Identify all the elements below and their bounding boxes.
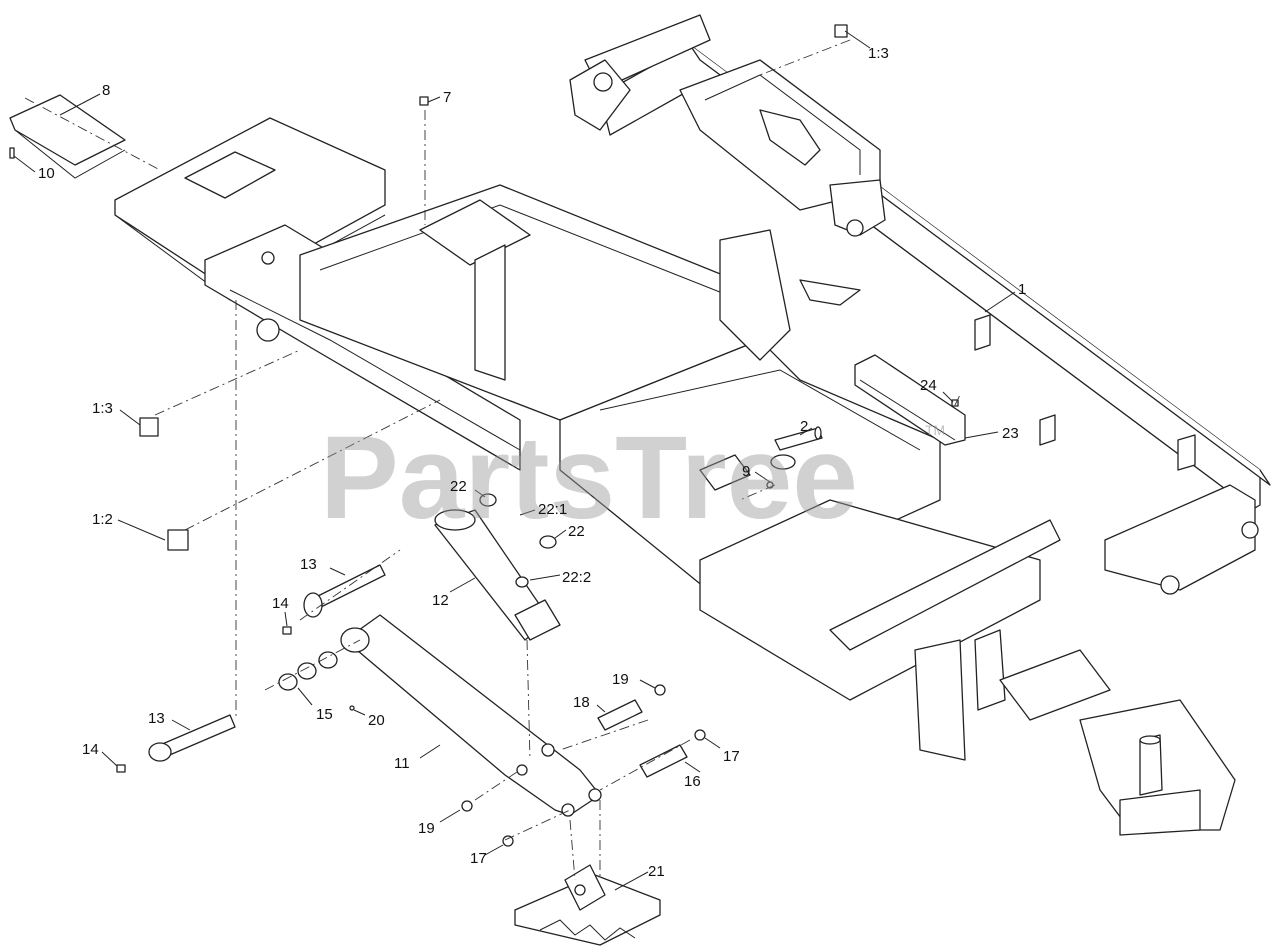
callout-23[interactable]: 23 bbox=[1002, 425, 1019, 442]
callout-8[interactable]: 8 bbox=[102, 82, 110, 99]
spacer-part-16[interactable] bbox=[639, 744, 688, 778]
callout-9[interactable]: 9 bbox=[742, 463, 750, 480]
screw-part-24[interactable] bbox=[951, 399, 959, 407]
callout-12[interactable]: 12 bbox=[432, 592, 449, 609]
cover-plate-part-8[interactable] bbox=[9, 94, 126, 179]
watermark-trademark: TM bbox=[925, 422, 945, 438]
bushing-part-22-a[interactable] bbox=[479, 493, 497, 507]
leader-lines bbox=[13, 30, 1016, 891]
callout-22-a[interactable]: 22 bbox=[450, 478, 467, 495]
callout-22-2[interactable]: 22:2 bbox=[562, 569, 591, 586]
pin-part-13-b[interactable] bbox=[148, 714, 236, 762]
spacer-part-18[interactable] bbox=[597, 699, 643, 731]
callout-1-3-top[interactable]: 1:3 bbox=[868, 45, 889, 62]
pin-part-2[interactable] bbox=[774, 426, 823, 451]
callout-2[interactable]: 2 bbox=[800, 418, 808, 435]
callout-21[interactable]: 21 bbox=[648, 863, 665, 880]
callout-14-a[interactable]: 14 bbox=[272, 595, 289, 612]
decal-part-1-3-top[interactable] bbox=[834, 24, 848, 38]
callout-1[interactable]: 1 bbox=[1018, 281, 1026, 298]
main-frame-assembly[interactable] bbox=[114, 14, 1271, 836]
callout-22-1[interactable]: 22:1 bbox=[538, 501, 567, 518]
bushing-part-22-b[interactable] bbox=[539, 535, 557, 549]
callout-14-b[interactable]: 14 bbox=[82, 741, 99, 758]
callout-18[interactable]: 18 bbox=[573, 694, 590, 711]
pin-part-13-a[interactable] bbox=[303, 564, 386, 618]
callout-17-b[interactable]: 17 bbox=[470, 850, 487, 867]
callout-1-2[interactable]: 1:2 bbox=[92, 511, 113, 528]
watermark-text: PartsTree bbox=[320, 412, 858, 544]
callout-10[interactable]: 10 bbox=[38, 165, 55, 182]
washers-part-15[interactable] bbox=[278, 651, 338, 691]
ring-part-19-a[interactable] bbox=[654, 684, 666, 696]
lift-arm-part-11[interactable] bbox=[340, 614, 602, 817]
foot-pad-part-21[interactable] bbox=[514, 864, 661, 946]
strut-part-12[interactable] bbox=[434, 509, 561, 641]
callout-19-b[interactable]: 19 bbox=[418, 820, 435, 837]
callout-11[interactable]: 11 bbox=[394, 755, 410, 772]
screw-part-7[interactable] bbox=[419, 96, 429, 106]
bushing-part-22-2[interactable] bbox=[515, 576, 529, 588]
callout-22-b[interactable]: 22 bbox=[568, 523, 585, 540]
callout-13-b[interactable]: 13 bbox=[148, 710, 165, 727]
ring-part-17-a[interactable] bbox=[694, 729, 706, 741]
callout-1-3-left[interactable]: 1:3 bbox=[92, 400, 113, 417]
callout-16[interactable]: 16 bbox=[684, 773, 701, 790]
pin-part-20[interactable] bbox=[349, 705, 355, 711]
ring-part-19-b[interactable] bbox=[461, 800, 473, 812]
callout-20[interactable]: 20 bbox=[368, 712, 385, 729]
pin-part-10[interactable] bbox=[9, 147, 15, 159]
callout-17-a[interactable]: 17 bbox=[723, 748, 740, 765]
decal-part-1-3-left[interactable] bbox=[139, 417, 159, 437]
decal-part-1-2[interactable] bbox=[167, 529, 189, 551]
callout-19-a[interactable]: 19 bbox=[612, 671, 629, 688]
channel-part-23[interactable] bbox=[854, 354, 966, 446]
ring-part-17-b[interactable] bbox=[502, 835, 514, 847]
callout-15[interactable]: 15 bbox=[316, 706, 333, 723]
callout-7[interactable]: 7 bbox=[443, 89, 451, 106]
screw-part-14-b[interactable] bbox=[116, 764, 126, 773]
screw-part-14-a[interactable] bbox=[282, 626, 292, 635]
assembly-dash-lines bbox=[24, 39, 961, 881]
callout-labels: 1:3 8 7 10 1 24 1:3 2 23 9 22 22:1 1:2 2… bbox=[38, 45, 1026, 880]
callout-24[interactable]: 24 bbox=[920, 377, 937, 394]
callout-13-a[interactable]: 13 bbox=[300, 556, 317, 573]
